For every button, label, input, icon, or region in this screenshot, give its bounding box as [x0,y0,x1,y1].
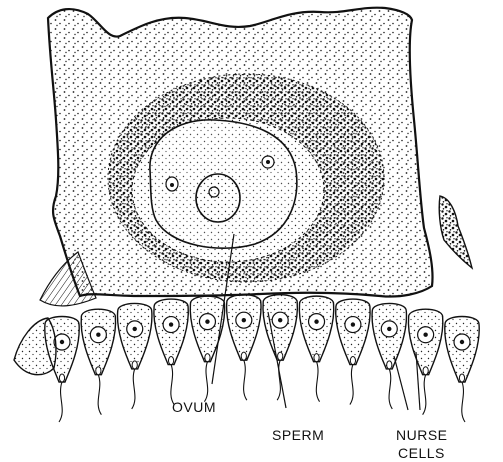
nurse-cells-label-line2: CELLS [398,445,445,461]
sperm-tail [98,375,101,415]
nurse-cell [227,295,261,361]
nurse-cell-edge [14,318,56,375]
sperm-group [59,360,465,422]
sperm-tail [423,375,426,415]
nurse-leader-line-2 [394,356,408,410]
nurse-cell [118,303,152,369]
nurse-cell [81,309,115,375]
nurse-cell-row [45,295,479,382]
nurse-cells-label-line1: NURSE [396,427,448,443]
nurse-cell [263,295,297,361]
sperm-tail [132,369,135,409]
nurse-cell [336,299,370,365]
ovum-label: OVUM [172,399,216,415]
nurse-cell [372,303,406,369]
sperm-tail [244,360,247,400]
sperm-tail [389,369,392,409]
nurse-cell [408,309,442,375]
sperm-tail [204,362,207,402]
nurse-cell [154,299,188,365]
sperm-tail [59,382,62,422]
sperm-label: SPERM [272,427,324,443]
sperm-tail [350,365,353,405]
nurse-cell [299,296,333,362]
dark-tissue-right [439,196,472,268]
sperm-tail [462,382,465,422]
sperm-tail [316,362,319,402]
nurse-cell [445,317,479,383]
